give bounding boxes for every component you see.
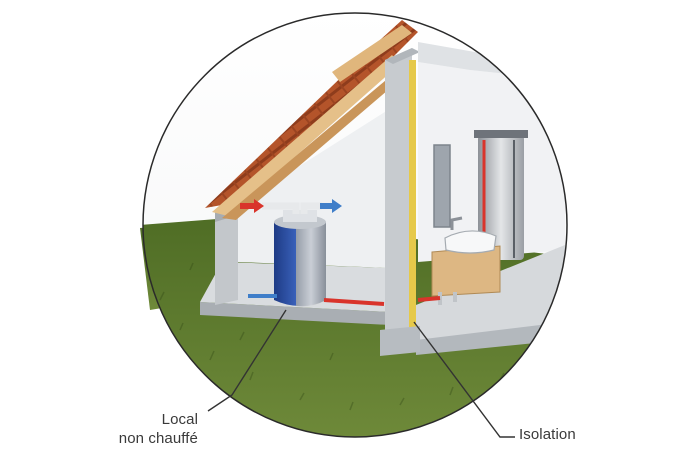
hot-water-pipe-right: [417, 296, 441, 302]
roof-tiles: [205, 20, 418, 208]
isolation-label-text: Isolation: [519, 426, 576, 443]
faucet-icon: [450, 216, 463, 230]
sink-basin: [444, 230, 497, 254]
isolation-label: Isolation: [519, 425, 576, 444]
central-wall: [385, 48, 412, 345]
circle-frame: [142, 12, 568, 438]
grass-texture: [159, 262, 505, 411]
roof-beam: [212, 55, 400, 216]
blue-air-arrow-icon: [320, 199, 342, 213]
hot-water-cylinder: [478, 135, 524, 260]
hot-water-pipe: [323, 298, 385, 306]
left-room-floor: [200, 302, 390, 325]
right-room-floor: [416, 245, 565, 345]
insulation-layer: [409, 60, 416, 342]
local-label-line2: non chauffé: [118, 430, 198, 447]
red-air-arrow-icon: [240, 199, 264, 213]
leader-line-local: [207, 309, 287, 412]
left-outer-wall: [215, 205, 238, 305]
leader-line-isolation: [413, 321, 515, 438]
heat-pump-water-heater: [274, 210, 326, 307]
bathroom-mirror: [433, 144, 451, 228]
air-duct-intake: [262, 202, 300, 214]
local-label-line1: Local: [161, 411, 198, 428]
local-non-chauffe-label: Local non chauffé: [98, 410, 198, 448]
roof-upper-beam: [332, 25, 412, 82]
air-duct-exhaust: [300, 202, 322, 214]
